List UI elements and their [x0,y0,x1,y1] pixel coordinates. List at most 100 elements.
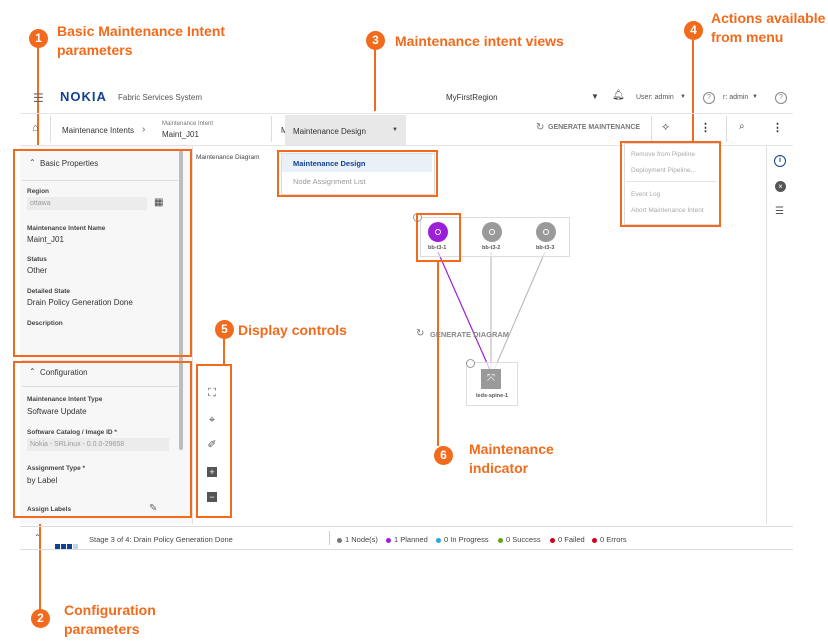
breadcrumb-intent-name[interactable]: Maint_J01 [162,130,199,139]
basic-properties-title[interactable]: Basic Properties [40,159,99,168]
node-label-1: bb-t3-1 [428,245,447,251]
assign-labels-label: Assign Labels [27,506,72,513]
intent-name-value: Maint_J01 [27,235,64,244]
stat-success: 0 Success [498,535,541,544]
section-divider [22,180,178,181]
breadcrumb-divider-2 [271,116,272,142]
center-target-icon[interactable]: ⌖ [208,414,216,426]
status-expand-icon[interactable]: ⌃ [34,533,41,542]
status-value: Other [27,266,48,275]
section-divider-3 [22,386,178,387]
help-icon[interactable]: ? [703,92,715,104]
search-icon[interactable]: ⌕ [739,121,745,132]
callout-display-controls: Display controls [238,322,347,338]
detailed-state-label: Detailed State [27,288,70,295]
region-field[interactable]: ottawa [27,197,147,210]
refresh-icon[interactable]: ↻ [536,122,545,133]
stat-errors: 0 Errors [592,535,627,544]
collapse-chevron-icon[interactable]: ⌃ [29,158,36,167]
panel-scrollbar[interactable] [179,150,183,450]
intent-name-label: Maintenance Intent Name [27,225,106,232]
status-bar-divider [20,526,793,527]
callout-badge-1: 1 [29,29,48,48]
region-chevron-icon[interactable]: ▼ [591,92,599,101]
stat-nodes: 1 Node(s) [337,535,378,544]
topology-icon[interactable]: ⟡ [662,121,670,133]
bell-icon[interactable]: 🔔︎ [612,90,625,101]
status-separator [329,531,330,545]
generate-diagram-button[interactable]: GENERATE DIAGRAM [430,330,510,339]
spine-collapse-handle[interactable] [466,359,475,368]
stat-nodes-text: 1 Node(s) [345,535,378,544]
callout-views: Maintenance intent views [395,33,564,49]
action-deployment-pipeline[interactable]: Deployment Pipeline... [631,167,697,174]
toolbar-divider-2 [726,116,727,142]
actions-dropdown [624,143,721,225]
user-chevron-icon-2[interactable]: ▼ [752,94,758,100]
action-abort-intent[interactable]: Abort Maintenance Intent [631,207,704,214]
intent-type-label: Maintenance Intent Type [27,396,103,403]
highlight-actions-menu [620,141,721,227]
user-chevron-icon[interactable]: ▼ [680,94,686,100]
user-menu[interactable]: User: admin [636,94,674,101]
eraser-icon[interactable]: ✐ [207,439,217,451]
map-icon[interactable]: ▦ [154,197,164,208]
catalog-field[interactable]: Nokia - SRLinux - 0.0.0-29658 [27,438,169,451]
node-bb-t3-1[interactable] [428,222,448,242]
more-actions-icon[interactable]: ⋮ [700,122,711,134]
views-item-highlight [282,154,432,172]
section-divider-2 [22,360,178,361]
hamburger-icon[interactable]: ☰ [33,91,44,105]
node-bb-t3-3[interactable] [536,222,556,242]
action-remove-from-pipeline[interactable]: Remove from Pipeline [631,151,695,158]
zoom-in-icon[interactable]: + [203,463,221,481]
home-icon[interactable]: ⌂ [32,122,39,134]
actions-divider [626,181,717,182]
callout-badge-6: 6 [434,446,453,465]
user-menu-2[interactable]: r: admin [723,94,749,101]
highlight-views-menu [277,150,438,197]
stat-success-text: 0 Success [506,535,541,544]
help-icon-2[interactable]: ? [775,92,787,104]
fit-to-screen-icon[interactable]: ⛶ [208,387,216,399]
link-planned [437,251,491,371]
callout-badge-3: 3 [366,31,385,50]
region-label: Region [27,188,50,195]
callout-basic-params: Basic Maintenance Intent parameters [57,23,226,58]
stat-failed-text: 0 Failed [558,535,585,544]
callout-config-params: Configuration parameters [64,602,156,637]
app-name: Fabric Services System [118,93,203,102]
catalog-label: Software Catalog / Image ID * [27,429,117,436]
list-icon[interactable]: ☰ [775,206,784,217]
description-label: Description [27,320,63,327]
configuration-title[interactable]: Configuration [40,368,88,377]
intent-type-value: Software Update [27,407,87,416]
views-item-node-assignment[interactable]: Node Assignment List [293,177,366,186]
detailed-state-value: Drain Policy Generation Done [27,298,133,307]
generate-maintenance-button[interactable]: GENERATE MAINTENANCE [548,124,641,131]
spine-node-icon[interactable]: ⤧ [481,369,501,389]
highlight-display-controls [196,364,232,518]
stage-progress [55,536,81,549]
more-icon[interactable]: ⋮ [772,122,783,134]
diagram-tab[interactable]: Maintenance Diagram [196,154,260,161]
view-select[interactable]: Maintenance Design ▼ [285,115,406,145]
breadcrumb-truncated: M [281,126,288,135]
collapse-chevron-icon-2[interactable]: ⌃ [29,367,36,376]
generate-diagram-refresh-icon[interactable]: ↻ [416,328,425,339]
close-circle-icon[interactable]: × [775,181,786,192]
breadcrumb-maintenance-intents[interactable]: Maintenance Intents [62,126,135,135]
assignment-type-value[interactable]: by Label [27,476,58,485]
stat-failed: 0 Failed [550,535,585,544]
edit-pencil-icon[interactable]: ✎ [149,503,158,514]
header-divider [20,113,793,114]
views-item-maintenance-design[interactable]: Maintenance Design [293,159,366,168]
stage-text: Stage 3 of 4: Drain Policy Generation Do… [89,535,233,544]
region-selector[interactable]: MyFirstRegion [446,93,498,102]
info-icon[interactable]: i [774,155,786,167]
action-event-log[interactable]: Event Log [631,191,661,198]
callout-badge-2: 2 [31,609,50,628]
zoom-out-icon[interactable]: − [203,488,221,506]
node-label-3: bb-t3-3 [536,245,555,251]
node-bb-t3-2[interactable] [482,222,502,242]
